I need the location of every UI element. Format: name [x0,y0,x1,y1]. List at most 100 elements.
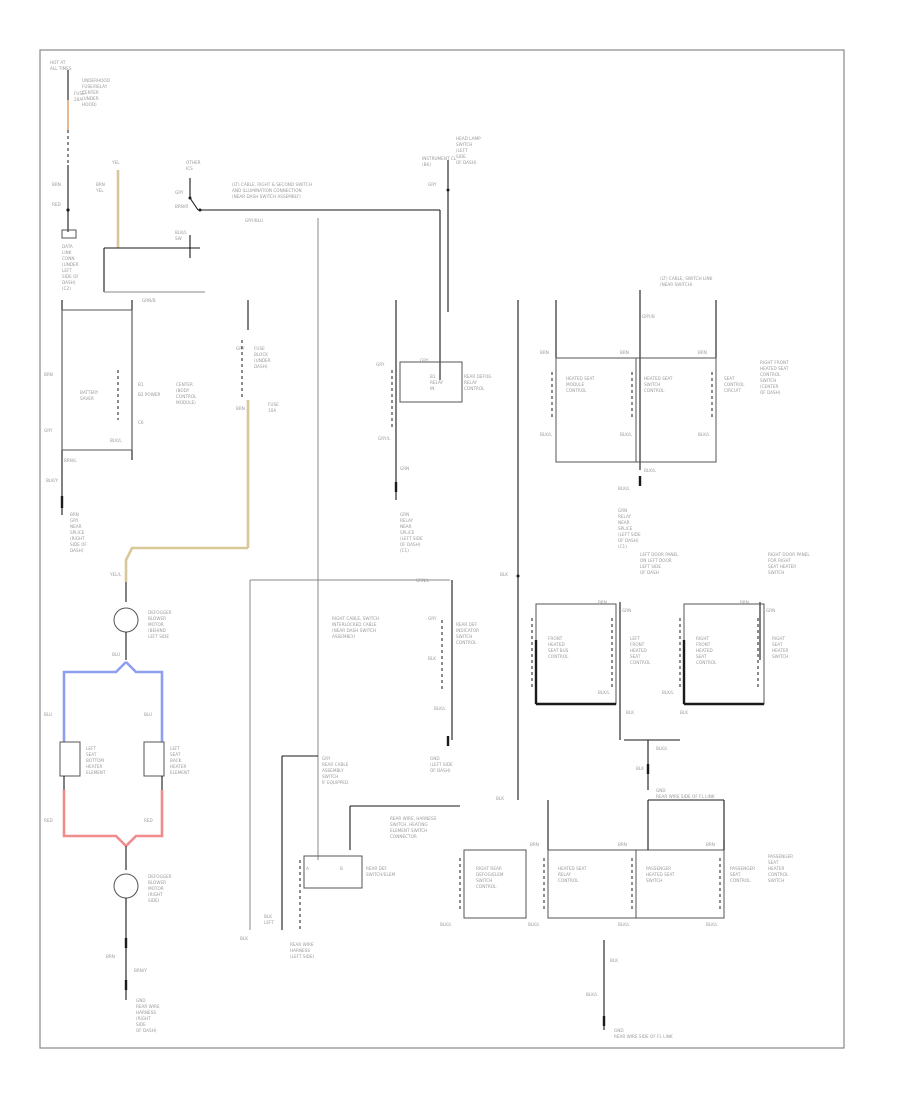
svg-text:GRY: GRY [428,182,437,187]
svg-text:FRONT: FRONT [630,642,645,647]
svg-text:CONTROL: CONTROL [176,394,197,399]
svg-text:SEAT: SEAT [772,642,783,647]
svg-text:CONNECTOR: CONNECTOR [390,834,417,839]
svg-text:SWITCH: SWITCH [456,142,472,147]
svg-text:(C1): (C1) [400,548,409,553]
svg-text:HEATER: HEATER [768,866,785,871]
svg-text:A: A [306,866,309,871]
svg-text:LEFT: LEFT [630,636,640,641]
svg-text:RELAY: RELAY [430,380,444,385]
svg-text:BLK/L: BLK/L [662,690,674,695]
svg-text:B2 POWER: B2 POWER [138,392,160,397]
svg-text:GRN: GRN [400,512,409,517]
svg-text:MODULE): MODULE) [176,400,196,405]
svg-text:BLK/L: BLK/L [586,992,598,997]
feed-wire-blue [62,661,127,742]
svg-text:BACK: BACK [170,758,182,763]
svg-text:OTHER: OTHER [186,160,201,165]
svg-text:CONTROL: CONTROL [724,382,745,387]
svg-text:HEATED SEAT: HEATED SEAT [558,866,587,871]
svg-text:INDICATOR: INDICATOR [456,628,479,633]
svg-text:(LEFT SIDE: (LEFT SIDE [400,536,423,541]
svg-text:GRY: GRY [376,362,385,367]
svg-text:SEAT: SEAT [724,376,735,381]
svg-text:GRY/L: GRY/L [378,436,391,441]
svg-text:BLU: BLU [44,712,52,717]
svg-text:BLK/L: BLK/L [434,706,446,711]
svg-text:INSTRUMENT CL: INSTRUMENT CL [422,156,457,161]
svg-text:GRY: GRY [44,428,53,433]
svg-text:(LEFT: (LEFT [456,148,468,153]
svg-text:REAR DEF: REAR DEF [456,622,478,627]
svg-text:CONTROL: CONTROL [630,660,651,665]
svg-text:BRN: BRN [96,182,105,187]
svg-text:OF DASH): OF DASH) [400,542,421,547]
svg-text:BRN/Y: BRN/Y [134,968,147,973]
svg-text:FUSE/RELAY: FUSE/RELAY [82,84,108,89]
svg-text:HEATED SEAT: HEATED SEAT [644,376,673,381]
svg-text:DATA: DATA [62,244,73,249]
svg-text:LEFT SIDE: LEFT SIDE [640,564,661,569]
svg-text:ASSEMBLY: ASSEMBLY [322,768,344,773]
svg-text:RED: RED [44,818,53,823]
svg-text:RELAY: RELAY [464,380,478,385]
svg-text:BRN: BRN [530,842,539,847]
svg-text:PASSENGER: PASSENGER [768,854,793,859]
svg-text:BLK: BLK [240,936,248,941]
svg-text:CONTROL: CONTROL [644,388,665,393]
svg-text:BRN: BRN [540,350,549,355]
svg-text:HOT AT: HOT AT [50,60,66,65]
svg-text:LEFT: LEFT [170,746,180,751]
svg-text:BRN: BRN [618,842,627,847]
svg-text:BLK: BLK [626,710,634,715]
svg-text:SWITCH/ELEM: SWITCH/ELEM [366,872,395,877]
svg-text:OF DASH): OF DASH) [456,160,477,165]
svg-text:BLK: BLK [428,656,436,661]
svg-text:BRN: BRN [620,350,629,355]
svg-text:SEAT HEATER: SEAT HEATER [768,564,796,569]
svg-text:BLK/L: BLK/L [644,468,656,473]
svg-text:BLK/L: BLK/L [618,922,630,927]
svg-text:BRN: BRN [52,182,61,187]
svg-text:DASH): DASH) [254,364,268,369]
svg-text:DEFOGGER: DEFOGGER [148,874,172,879]
svg-text:(BK): (BK) [422,162,431,167]
svg-text:FRONT: FRONT [548,636,563,641]
svg-text:SIDE OF: SIDE OF [62,274,79,279]
svg-text:CONTROL: CONTROL [730,878,751,883]
svg-text:SIDE): SIDE) [148,898,160,903]
svg-text:RED: RED [144,818,153,823]
svg-text:RIGHT FRONT: RIGHT FRONT [760,360,789,365]
svg-text:(UNDER: (UNDER [254,358,271,363]
svg-text:DEFOG/ELEM: DEFOG/ELEM [476,872,504,877]
svg-text:BRN/L: BRN/L [64,458,77,463]
svg-text:SWITCH: SWITCH [760,378,776,383]
svg-text:SWITCH: SWITCH [644,382,660,387]
svg-text:CONTROL: CONTROL [566,388,587,393]
svg-text:BATTERY: BATTERY [80,390,99,395]
svg-text:NEAR: NEAR [400,524,412,529]
svg-text:FUSE: FUSE [74,91,85,96]
svg-text:GRN: GRN [618,508,627,513]
svg-text:BRN/R: BRN/R [175,204,188,209]
svg-text:ASSEMBLY): ASSEMBLY) [332,634,356,639]
svg-text:SAVER: SAVER [80,396,94,401]
svg-text:ON LEFT DOOR: ON LEFT DOOR [640,558,672,563]
svg-text:HEATED SEAT: HEATED SEAT [646,872,675,877]
svg-text:CIRCUIT: CIRCUIT [724,388,741,393]
svg-text:LINK: LINK [62,250,72,255]
svg-text:RELAY: RELAY [618,514,632,519]
svg-text:BLK: BLK [610,958,618,963]
svg-text:FUSE: FUSE [268,402,279,407]
svg-text:CONTROL: CONTROL [548,654,569,659]
svg-text:YEL/L: YEL/L [109,572,122,577]
svg-text:DASH): DASH) [70,548,84,553]
svg-text:HEATED: HEATED [696,648,713,653]
svg-text:GRY: GRY [428,616,437,621]
svg-text:SPLICE: SPLICE [70,530,85,535]
svg-text:SEAT: SEAT [696,654,707,659]
svg-text:RED: RED [52,202,61,207]
svg-text:SWITCH: SWITCH [456,634,472,639]
svg-text:HARNESS: HARNESS [136,1010,156,1015]
